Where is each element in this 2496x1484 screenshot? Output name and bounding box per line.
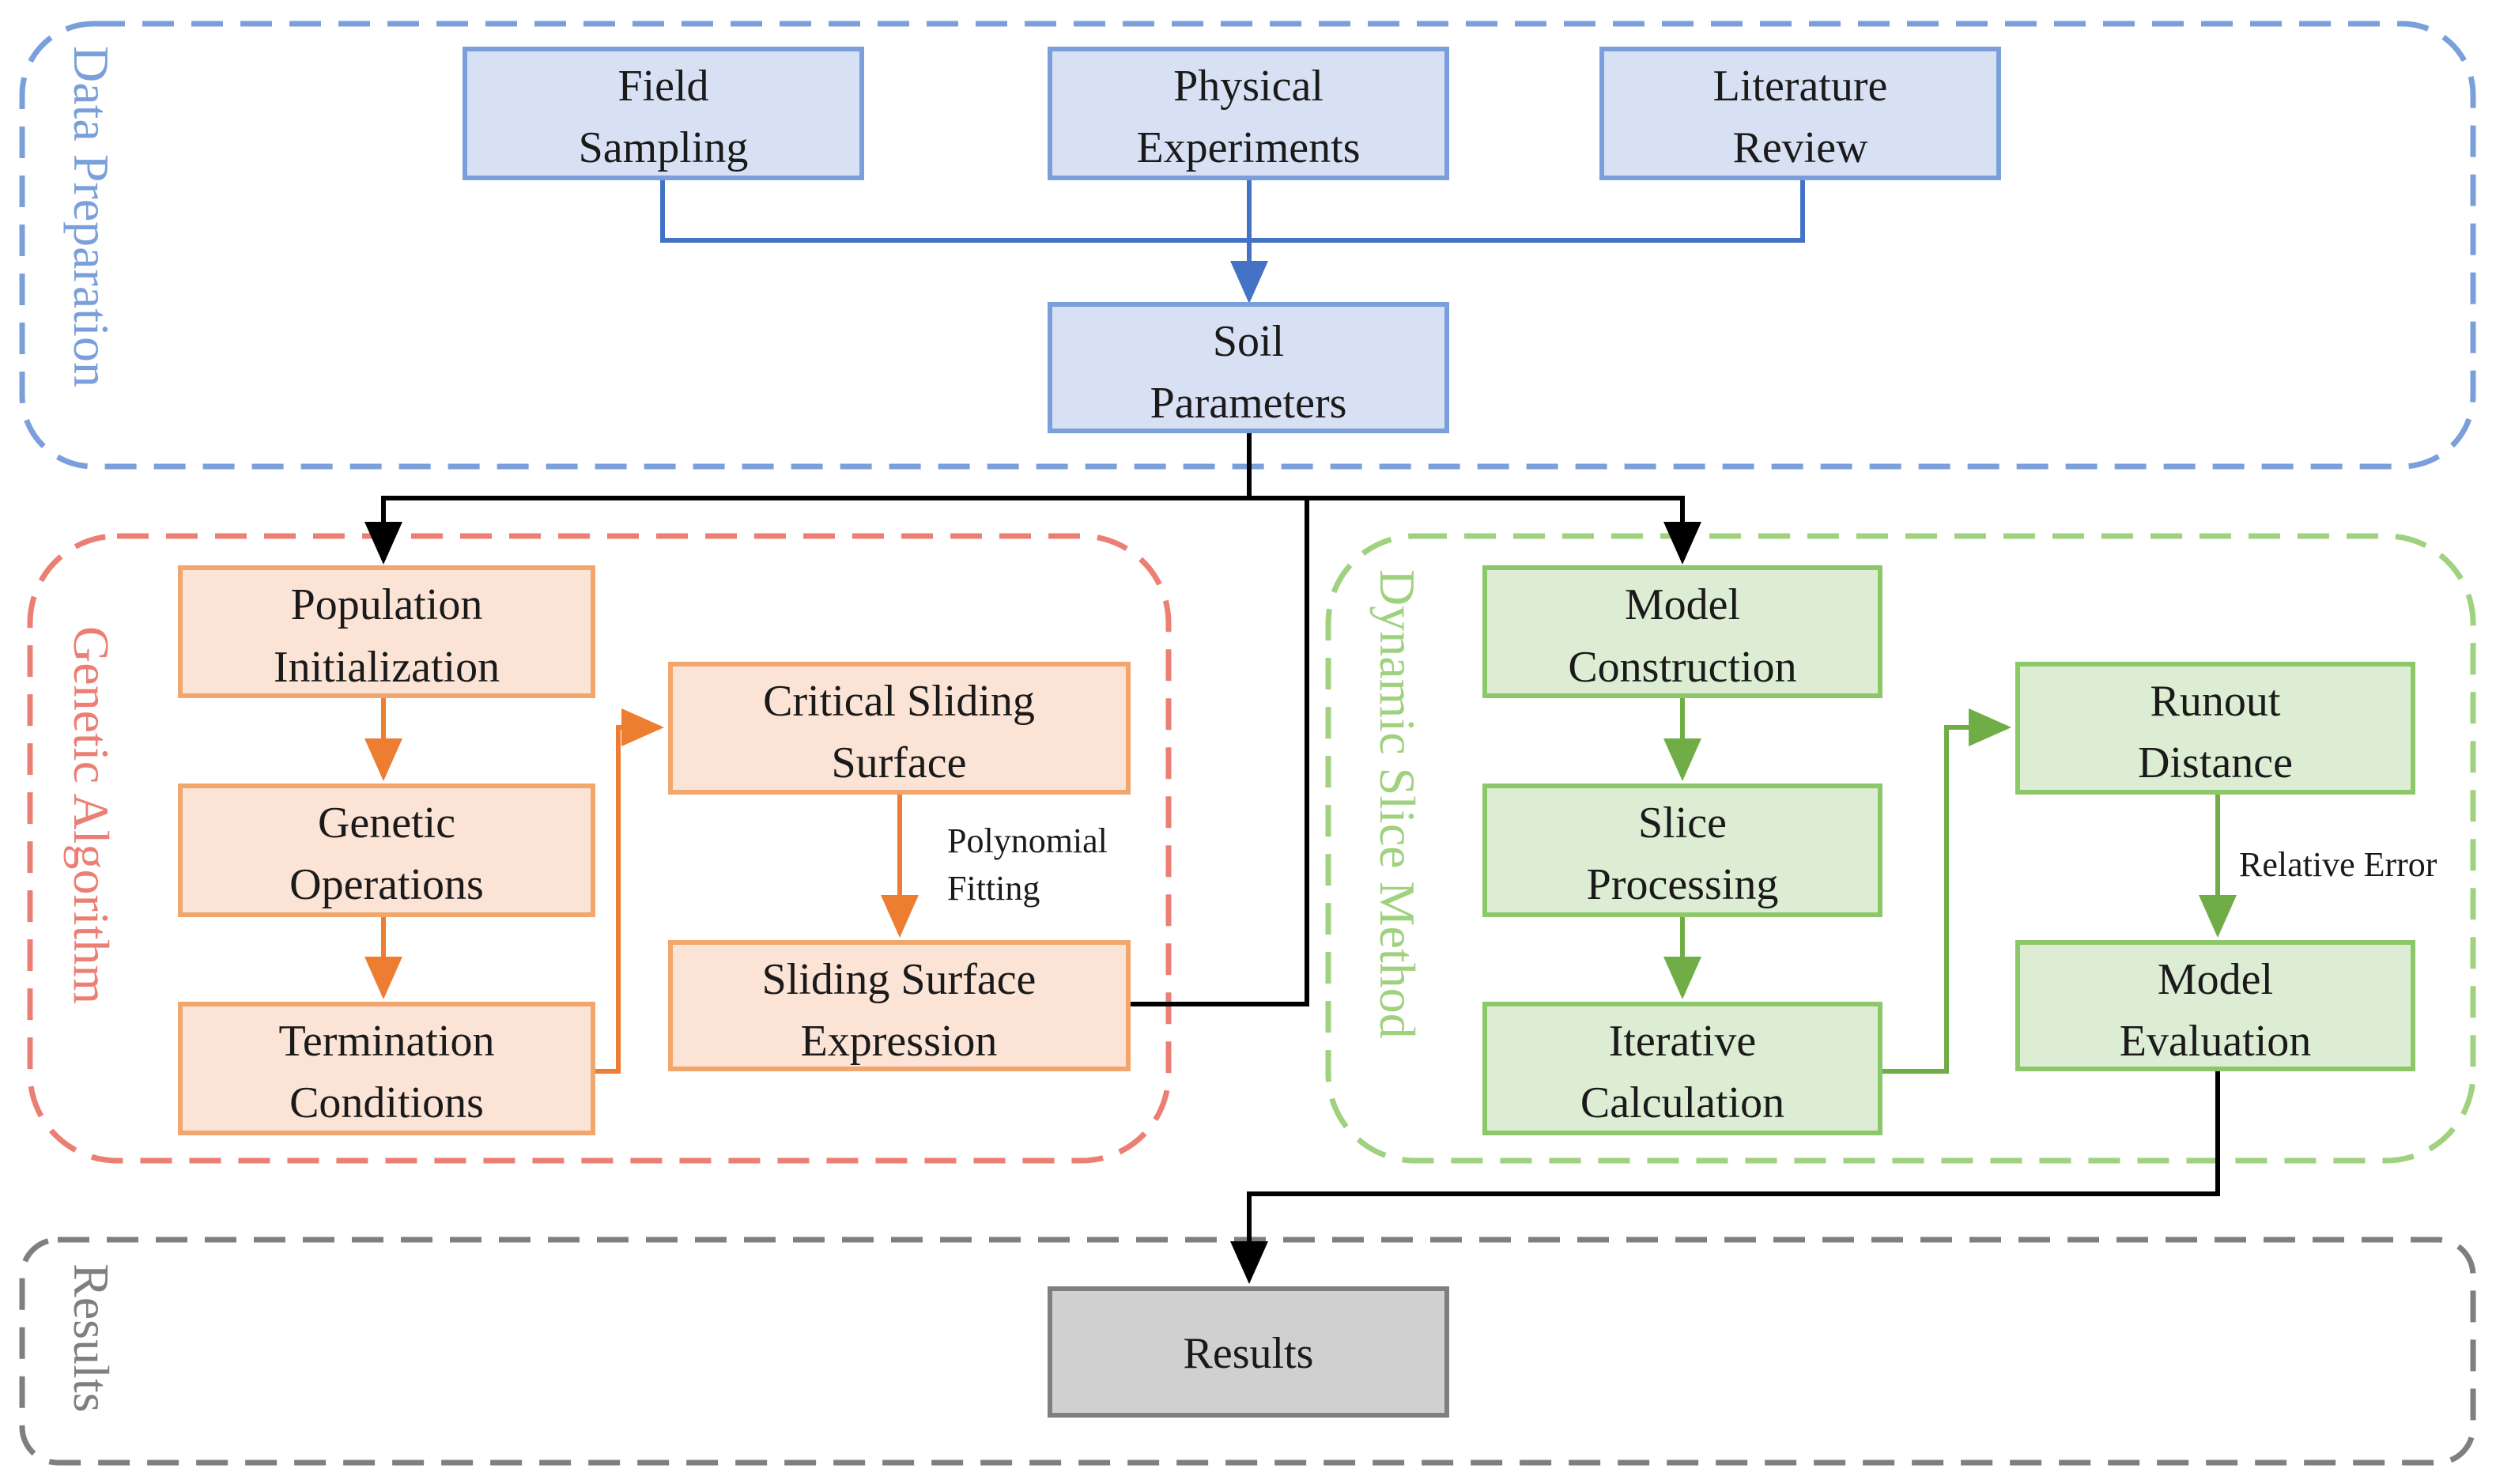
node-sliding-surface-expression: Sliding Surface Expression bbox=[668, 940, 1131, 1071]
node-text: Sampling bbox=[579, 123, 749, 172]
connector-expression-to-dsm bbox=[1128, 498, 1309, 1006]
node-text: Parameters bbox=[1150, 379, 1347, 428]
edge-label-polynomial-fitting-2: Fitting bbox=[947, 869, 1040, 908]
node-text: Population bbox=[291, 580, 483, 629]
node-text: Construction bbox=[1568, 643, 1796, 692]
node-iterative-calculation: Iterative Calculation bbox=[1482, 1002, 1882, 1135]
node-model-construction: Model Construction bbox=[1482, 565, 1882, 698]
arrow-termination-to-critical bbox=[593, 708, 664, 1074]
node-text: Review bbox=[1732, 123, 1868, 172]
group-label-results: Results bbox=[63, 1263, 119, 1412]
node-literature-review: Literature Review bbox=[1599, 47, 2001, 180]
node-field-sampling: Field Sampling bbox=[463, 47, 864, 180]
node-text: Expression bbox=[801, 1017, 998, 1066]
node-text: Soil bbox=[1213, 317, 1284, 366]
node-text: Distance bbox=[2138, 738, 2293, 787]
edge-label-relative-error: Relative Error bbox=[2239, 845, 2437, 884]
node-text: Slice bbox=[1638, 799, 1727, 848]
node-text: Critical Sliding bbox=[763, 677, 1035, 726]
node-text: Sliding Surface bbox=[762, 955, 1037, 1004]
node-text: Results bbox=[1184, 1329, 1314, 1378]
node-text: Conditions bbox=[289, 1078, 484, 1127]
node-termination-conditions: Termination Conditions bbox=[178, 1002, 595, 1135]
node-critical-sliding-surface: Critical Sliding Surface bbox=[668, 662, 1131, 795]
node-soil-parameters: Soil Parameters bbox=[1048, 302, 1449, 433]
node-text: Experiments bbox=[1136, 123, 1360, 172]
group-label-dynamic-slice-method: Dynamic Slice Method bbox=[1369, 569, 1425, 1039]
group-label-data-preparation: Data Preparation bbox=[63, 46, 119, 387]
node-text: Genetic bbox=[318, 799, 455, 848]
node-runout-distance: Runout Distance bbox=[2015, 662, 2415, 795]
connector-data-merge bbox=[660, 178, 1805, 243]
node-text: Initialization bbox=[274, 643, 500, 692]
node-text: Model bbox=[1625, 580, 1740, 629]
node-text: Physical bbox=[1173, 62, 1324, 111]
node-text: Evaluation bbox=[2120, 1017, 2312, 1066]
node-text: Termination bbox=[279, 1017, 495, 1066]
group-genetic-algorithm bbox=[27, 533, 1172, 1164]
node-slice-processing: Slice Processing bbox=[1482, 784, 1882, 917]
node-text: Iterative bbox=[1609, 1017, 1757, 1066]
group-label-genetic-algorithm: Genetic Algorithm bbox=[63, 626, 119, 1004]
node-text: Surface bbox=[831, 738, 966, 787]
node-text: Literature bbox=[1713, 62, 1888, 111]
node-model-evaluation: Model Evaluation bbox=[2015, 940, 2415, 1071]
arrow-iterative-to-runout bbox=[1880, 708, 2011, 1074]
node-population-initialization: Population Initialization bbox=[178, 565, 595, 698]
group-dynamic-slice-method bbox=[1325, 533, 2476, 1164]
node-genetic-operations: Genetic Operations bbox=[178, 784, 595, 917]
node-text: Calculation bbox=[1580, 1078, 1784, 1127]
node-results: Results bbox=[1048, 1286, 1449, 1418]
node-text: Model bbox=[2158, 955, 2273, 1004]
node-text: Runout bbox=[2150, 677, 2281, 726]
node-text: Operations bbox=[289, 860, 484, 909]
arrow-soil-to-population bbox=[364, 431, 1252, 565]
arrow-evaluation-to-results bbox=[1230, 1069, 2220, 1284]
node-physical-experiments: Physical Experiments bbox=[1048, 47, 1449, 180]
edge-label-polynomial-fitting-1: Polynomial bbox=[947, 821, 1108, 860]
node-text: Processing bbox=[1587, 860, 1779, 909]
arrow-soil-to-model-construction bbox=[1249, 496, 1701, 565]
node-text: Field bbox=[617, 62, 708, 111]
